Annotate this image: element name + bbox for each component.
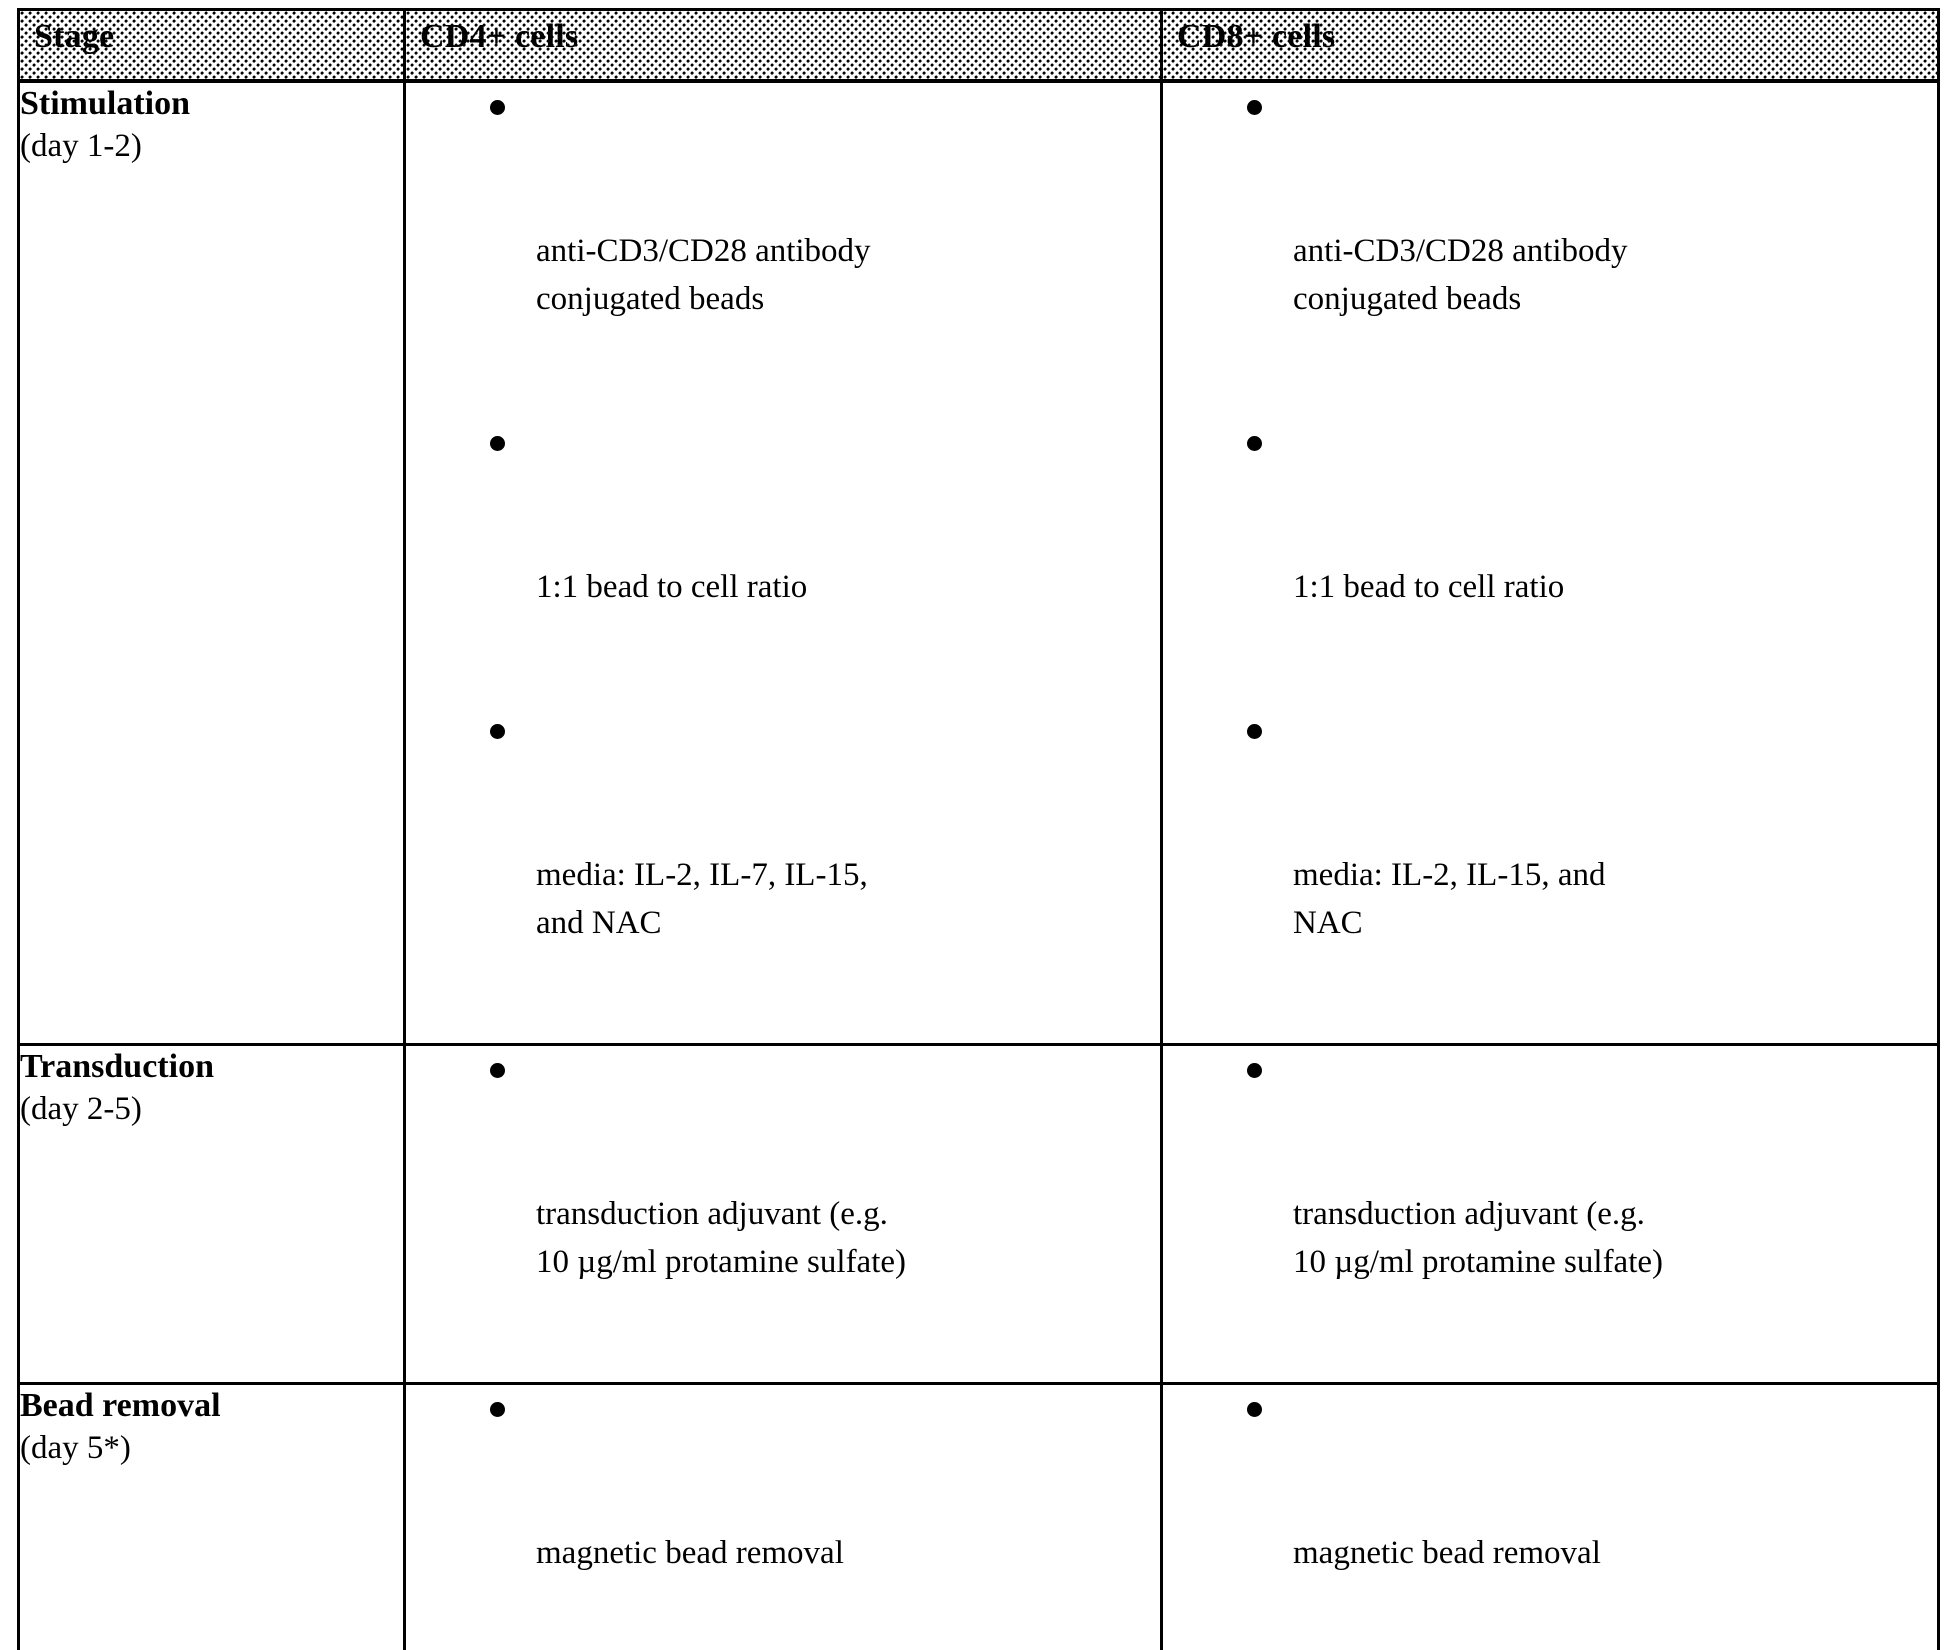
column-header-cd4: CD4+ cells [405, 10, 1162, 82]
list-item: transduction adjuvant (e.g. 10 µg/ml pro… [406, 1046, 1160, 1382]
list-item-text: media: IL-2, IL-15, and NAC [1293, 851, 1937, 947]
bullet-dot-icon [490, 100, 505, 115]
cd4-bullet-list: anti-CD3/CD28 antibody conjugated beads … [406, 83, 1160, 1043]
list-item-text: anti-CD3/CD28 antibody conjugated beads [536, 227, 1160, 323]
list-item-text: 1:1 bead to cell ratio [536, 563, 1160, 611]
list-item: media: IL-2, IL-7, IL-15, and NAC [406, 707, 1160, 1043]
list-item-text: 1:1 bead to cell ratio [1293, 563, 1937, 611]
table-body: Stimulation (day 1-2) anti-CD3/CD28 anti… [19, 81, 1939, 1650]
table-header-row: Stage CD4+ cells CD8+ cells [19, 10, 1939, 82]
cd8-cell: anti-CD3/CD28 antibody conjugated beads … [1162, 81, 1939, 1045]
stage-day: (day 1-2) [20, 125, 403, 167]
stage-name: Bead removal [20, 1385, 403, 1427]
stage-cell: Bead removal (day 5*) [19, 1384, 405, 1650]
cd8-bullet-list: transduction adjuvant (e.g. 10 µg/ml pro… [1163, 1046, 1937, 1382]
list-item: anti-CD3/CD28 antibody conjugated beads [406, 83, 1160, 419]
column-header-cd4-label: CD4+ cells [406, 11, 1160, 59]
column-header-cd8-label: CD8+ cells [1163, 11, 1937, 59]
list-item: anti-CD3/CD28 antibody conjugated beads [1163, 83, 1937, 419]
cell-manufacturing-protocol-table: Stage CD4+ cells CD8+ cells Stimulation … [17, 8, 1940, 1650]
bullet-dot-icon [490, 436, 505, 451]
bullet-dot-icon [490, 724, 505, 739]
stage-name: Stimulation [20, 83, 403, 125]
list-item: 1:1 bead to cell ratio [1163, 419, 1937, 707]
list-item-text: magnetic bead removal [1293, 1529, 1937, 1577]
list-item: transduction adjuvant (e.g. 10 µg/ml pro… [1163, 1046, 1937, 1382]
list-item: magnetic bead removal [1163, 1385, 1937, 1650]
list-item-text: magnetic bead removal [536, 1529, 1160, 1577]
cd8-bullet-list: magnetic bead removal [1163, 1385, 1937, 1650]
table-row: Stimulation (day 1-2) anti-CD3/CD28 anti… [19, 81, 1939, 1045]
stage-day: (day 5*) [20, 1427, 403, 1469]
column-header-stage-label: Stage [20, 11, 403, 59]
column-header-stage: Stage [19, 10, 405, 82]
bullet-dot-icon [1247, 436, 1262, 451]
bullet-dot-icon [1247, 724, 1262, 739]
cd4-cell: anti-CD3/CD28 antibody conjugated beads … [405, 81, 1162, 1045]
cd4-cell: magnetic bead removal [405, 1384, 1162, 1650]
column-header-cd8: CD8+ cells [1162, 10, 1939, 82]
list-item-text: anti-CD3/CD28 antibody conjugated beads [1293, 227, 1937, 323]
list-item: magnetic bead removal [406, 1385, 1160, 1650]
cd8-bullet-list: anti-CD3/CD28 antibody conjugated beads … [1163, 83, 1937, 1043]
cd4-cell: transduction adjuvant (e.g. 10 µg/ml pro… [405, 1045, 1162, 1384]
stage-cell: Stimulation (day 1-2) [19, 81, 405, 1045]
stage-name: Transduction [20, 1046, 403, 1088]
cd4-bullet-list: magnetic bead removal [406, 1385, 1160, 1650]
list-item-text: transduction adjuvant (e.g. 10 µg/ml pro… [1293, 1190, 1937, 1286]
table-row: Bead removal (day 5*) magnetic bead remo… [19, 1384, 1939, 1650]
bullet-dot-icon [1247, 100, 1262, 115]
list-item: media: IL-2, IL-15, and NAC [1163, 707, 1937, 1043]
cd4-bullet-list: transduction adjuvant (e.g. 10 µg/ml pro… [406, 1046, 1160, 1382]
stage-day: (day 2-5) [20, 1088, 403, 1130]
document-page: Stage CD4+ cells CD8+ cells Stimulation … [0, 0, 1949, 825]
table-row: Transduction (day 2-5) transduction adju… [19, 1045, 1939, 1384]
bullet-dot-icon [490, 1063, 505, 1078]
stage-cell: Transduction (day 2-5) [19, 1045, 405, 1384]
list-item: 1:1 bead to cell ratio [406, 419, 1160, 707]
list-item-text: transduction adjuvant (e.g. 10 µg/ml pro… [536, 1190, 1160, 1286]
cd8-cell: transduction adjuvant (e.g. 10 µg/ml pro… [1162, 1045, 1939, 1384]
bullet-dot-icon [490, 1402, 505, 1417]
cd8-cell: magnetic bead removal [1162, 1384, 1939, 1650]
bullet-dot-icon [1247, 1402, 1262, 1417]
list-item-text: media: IL-2, IL-7, IL-15, and NAC [536, 851, 1160, 947]
bullet-dot-icon [1247, 1063, 1262, 1078]
